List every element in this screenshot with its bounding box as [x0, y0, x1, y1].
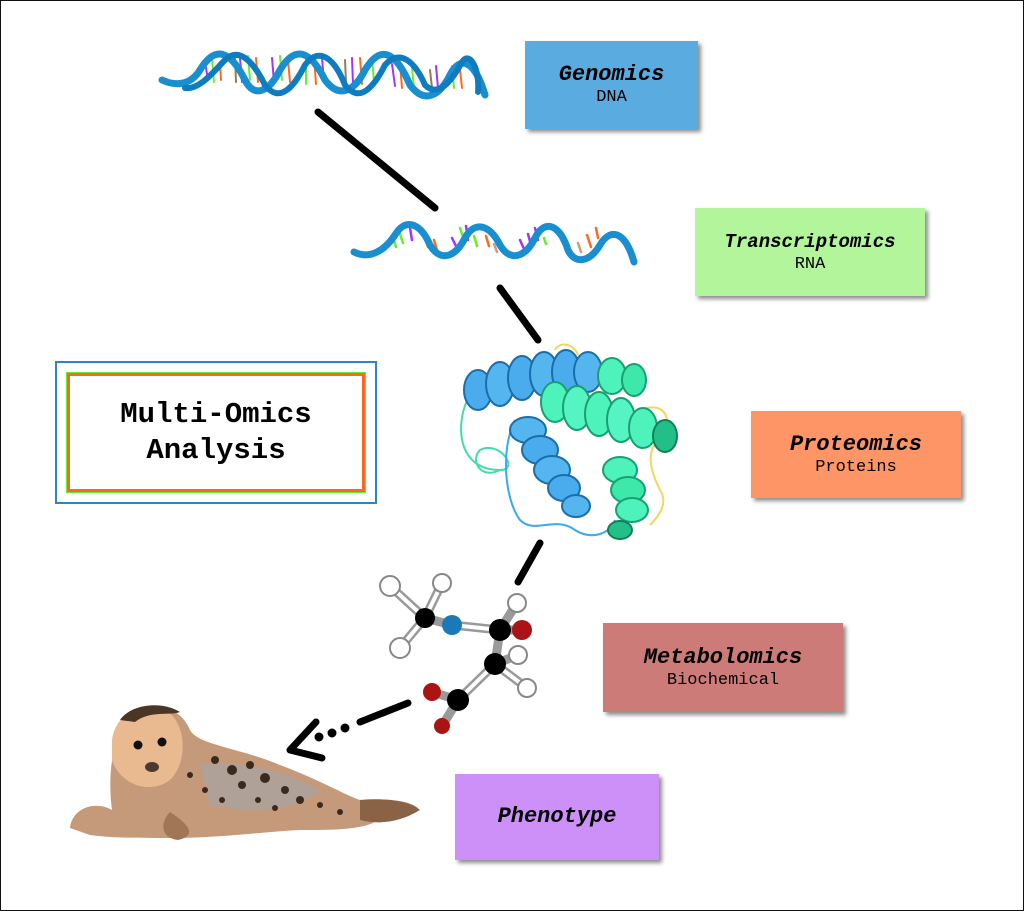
- connector-rna-protein: [496, 284, 542, 344]
- connector-dna-rna: [314, 108, 439, 212]
- title-frame-inner: Multi-Omics Analysis: [67, 373, 365, 492]
- label-proteomics: Proteomics Proteins: [751, 411, 961, 498]
- label-transcriptomics-subtitle: RNA: [794, 255, 826, 274]
- label-metabolomics-subtitle: Biochemical: [666, 670, 780, 690]
- label-genomics-subtitle: DNA: [596, 88, 627, 107]
- title-line-1: Multi-Omics: [120, 397, 312, 431]
- molecule-icon: [379, 573, 537, 734]
- arrow-to-phenotype: [286, 699, 412, 762]
- label-metabolomics: Metabolomics Biochemical: [603, 623, 843, 712]
- label-transcriptomics: Transcriptomics RNA: [695, 208, 925, 296]
- title-line-2: Analysis: [146, 433, 286, 467]
- connector-protein-metabolite: [514, 539, 544, 586]
- rna-strand-icon: [350, 221, 638, 266]
- label-phenotype-title: Phenotype: [497, 804, 617, 829]
- label-phenotype: Phenotype: [455, 774, 659, 860]
- seal-icon: [70, 705, 420, 840]
- label-proteomics-title: Proteomics: [789, 431, 923, 457]
- label-genomics-title: Genomics: [558, 62, 665, 87]
- label-transcriptomics-title: Transcriptomics: [724, 231, 896, 253]
- dna-helix-icon: [158, 50, 489, 100]
- label-proteomics-subtitle: Proteins: [815, 457, 897, 477]
- protein-ribbon-icon: [460, 343, 678, 540]
- label-genomics: Genomics DNA: [525, 41, 698, 129]
- label-metabolomics-title: Metabolomics: [643, 644, 803, 670]
- multi-omics-title-frame: Multi-Omics Analysis: [55, 361, 377, 504]
